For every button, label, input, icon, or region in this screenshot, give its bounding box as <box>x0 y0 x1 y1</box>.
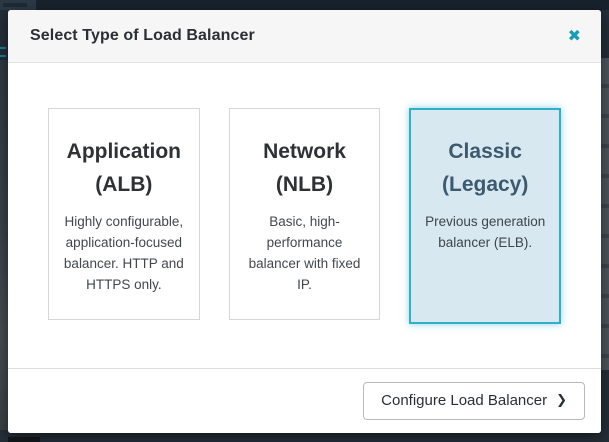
load-balancer-type-modal: Select Type of Load Balancer ✖ Applicati… <box>8 10 601 433</box>
card-title: Network (NLB) <box>263 140 346 196</box>
background-teal-line <box>0 55 6 57</box>
card-network-nlb[interactable]: Network (NLB) Basic, high-performance ba… <box>228 108 381 320</box>
background-page-topbar <box>37 0 609 10</box>
card-description: Highly configurable, application-focused… <box>63 214 184 292</box>
background-table-rows-edge <box>601 58 609 370</box>
card-application-alb[interactable]: Application (ALB) Highly configurable, a… <box>48 108 200 320</box>
card-title: Application (ALB) <box>66 140 181 196</box>
card-classic-legacy[interactable]: Classic (Legacy) Previous generation bal… <box>409 108 562 324</box>
modal-body: Application (ALB) Highly configurable, a… <box>8 63 601 368</box>
close-icon[interactable]: ✖ <box>567 26 581 45</box>
modal-title: Select Type of Load Balancer <box>30 27 255 44</box>
modal-header: Select Type of Load Balancer ✖ <box>8 10 601 63</box>
modal-footer: Configure Load Balancer ❯ <box>8 368 601 433</box>
card-title: Classic (Legacy) <box>442 140 529 196</box>
background-page-tab <box>0 0 37 10</box>
card-description: Previous generation balancer (ELB). <box>425 214 546 251</box>
chevron-right-icon: ❯ <box>556 393 567 408</box>
background-page-bottom-bar <box>8 437 40 442</box>
background-teal-line <box>0 47 6 49</box>
configure-button-label: Configure Load Balancer <box>381 392 548 409</box>
card-description: Basic, high-performance balancer with fi… <box>248 214 361 292</box>
configure-load-balancer-button[interactable]: Configure Load Balancer ❯ <box>363 382 585 420</box>
background-page-left-edge <box>0 60 8 430</box>
